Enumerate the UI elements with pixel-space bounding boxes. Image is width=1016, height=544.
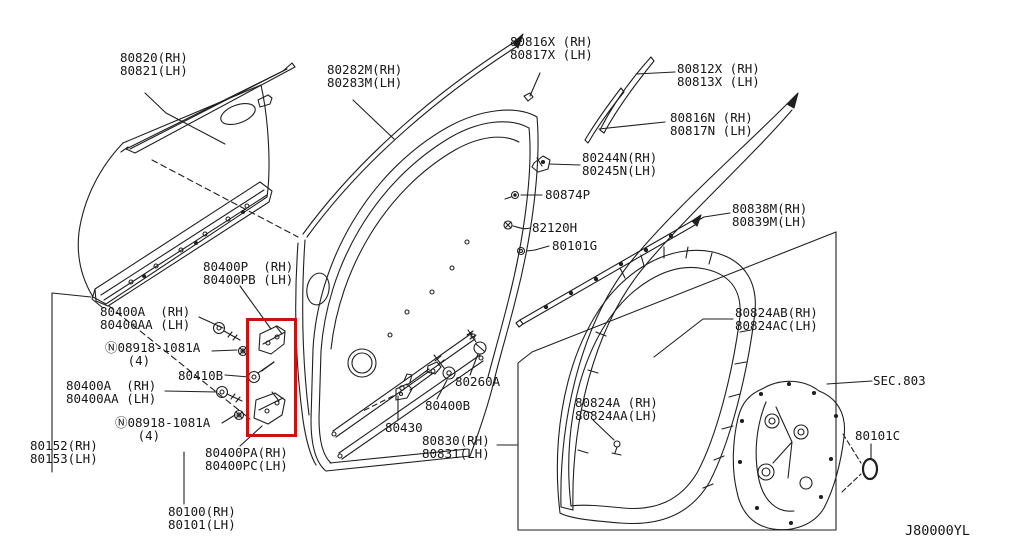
label-run-channel: 80824AB(RH) 80824AC(LH) [735,305,818,334]
weatherstrip-box-drawing [517,92,837,531]
label-grommet-80101g: 80101G [552,238,598,253]
label-belt-molding-in: 80838M(RH) 80839M(LH) [732,201,808,230]
label-hinge-shim: 80410B [178,368,224,383]
label-hinge-nut-upper: Ⓝ08918-1081A (4) [105,340,201,369]
label-section-ref: SEC.803 [873,373,926,388]
label-grommet-80874p: 80874P [545,187,591,202]
diagram-code: J80000YL [905,523,971,539]
leader-lines [51,71,873,505]
label-hinge-bolt-upper: 80400A (RH) 80400AA (LH) [100,304,191,333]
label-plug-80101c: 80101C [855,428,901,443]
label-hinge-bolt-lower: 80400A (RH) 80400AA (LH) [66,378,157,407]
hinge-highlight-box [246,318,297,437]
label-hinge-lower: 80400PA(RH) 80400PC(LH) [205,445,288,474]
label-corner-molding-front: 80812X (RH) 80813X (LH) [677,61,760,90]
label-corner-molding-rear: 80816N (RH) 80817N (LH) [670,110,753,139]
label-door-panel-inner: 80830(RH) 80831(LH) [422,433,490,462]
door-check-link-drawing [362,361,442,412]
label-molding-clip: 80244N(RH) 80245N(LH) [582,150,658,179]
label-door-assy: 80100(RH) 80101(LH) [168,504,236,533]
label-sill-molding: 80152(RH) 80153(LH) [30,438,98,467]
label-sash-molding: 80282M(RH) 80283M(LH) [327,62,403,91]
door-shell-drawing [295,33,539,472]
label-glass-run: 80816X (RH) 80817X (LH) [510,34,593,63]
label-weatherstrip: 80824A (RH) 80824AA(LH) [575,395,658,424]
outer-door-panel-drawing [77,62,299,420]
small-fasteners-drawing [433,190,526,380]
sealing-screen-drawing [732,380,879,531]
label-hinge-upper: 80400P (RH) 80400PB (LH) [203,259,294,288]
label-lock-screw: 80260A [455,374,501,389]
label-stay-bolt: 80400B [425,398,471,413]
label-clip-82120h: 82120H [532,220,578,235]
label-door-stay: 80430 [385,420,423,435]
label-hinge-nut-lower: Ⓝ08918-1081A (4) [115,415,211,444]
corner-molding-drawings [523,56,655,173]
label-belt-molding-out: 80820(RH) 80821(LH) [120,50,188,79]
